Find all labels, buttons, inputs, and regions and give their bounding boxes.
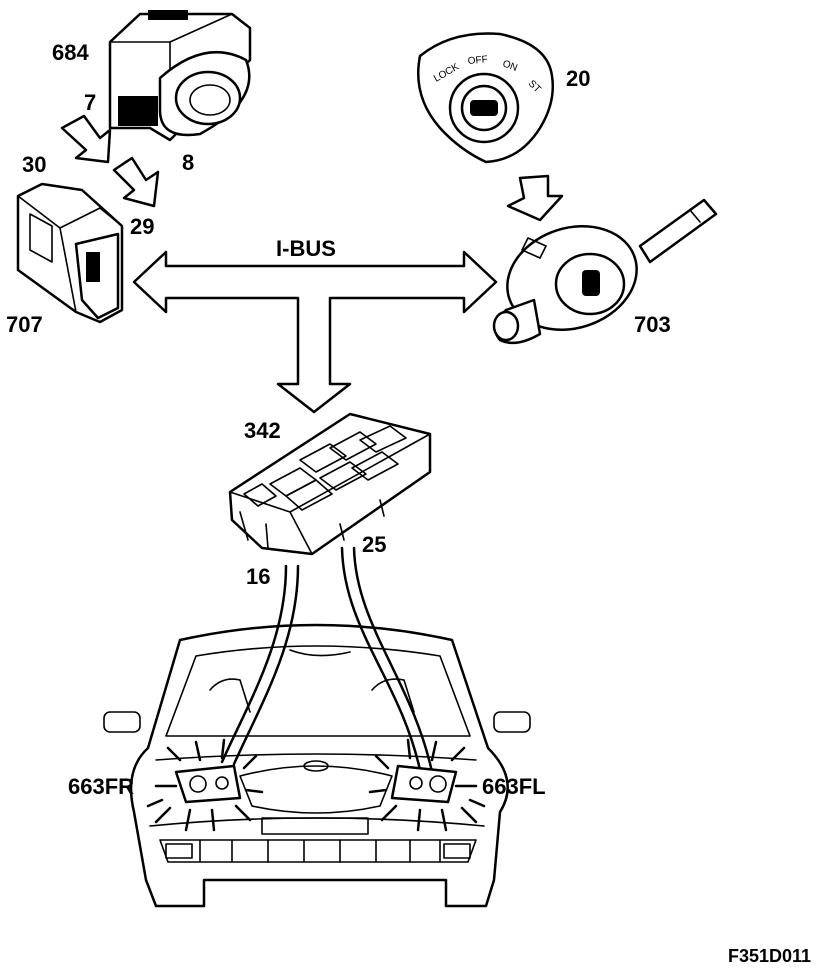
label-29: 29	[130, 214, 154, 239]
arrow-30	[60, 114, 112, 164]
car-front	[103, 623, 531, 908]
label-30: 30	[22, 152, 46, 177]
arrow-ignition-to-stalk	[506, 174, 564, 222]
wire-16	[220, 564, 300, 766]
label-663fr: 663FR	[68, 774, 134, 799]
label-707: 707	[6, 312, 43, 337]
label-663fl: 663FL	[482, 774, 546, 799]
light-switch-684	[108, 10, 252, 142]
headlamp-left-rays	[368, 738, 486, 832]
headlamp-left	[368, 738, 486, 832]
arrow-29	[112, 156, 160, 208]
stalk-switch-703	[492, 198, 718, 345]
label-16: 16	[246, 564, 270, 589]
fuse-box-relays	[243, 425, 407, 511]
headlamp-right-rays	[146, 738, 264, 832]
label-8: 8	[182, 150, 194, 175]
ibus-arrow	[132, 250, 498, 414]
label-ibus: I-BUS	[276, 236, 336, 261]
ignition-pos-off: OFF	[467, 54, 488, 67]
label-703: 703	[634, 312, 671, 337]
fuse-box-342	[228, 412, 432, 556]
label-684: 684	[52, 40, 89, 65]
label-20: 20	[566, 66, 590, 91]
control-module-707	[16, 182, 124, 324]
wire-25	[340, 546, 434, 774]
ignition-switch-20: LOCK OFF ON ST	[416, 32, 554, 164]
ignition-pos-on: ON	[501, 58, 519, 73]
headlamp-right	[146, 738, 264, 832]
label-342: 342	[244, 418, 281, 443]
label-25: 25	[362, 532, 386, 557]
label-7: 7	[84, 90, 96, 115]
figure-code: F351D011	[728, 946, 811, 966]
